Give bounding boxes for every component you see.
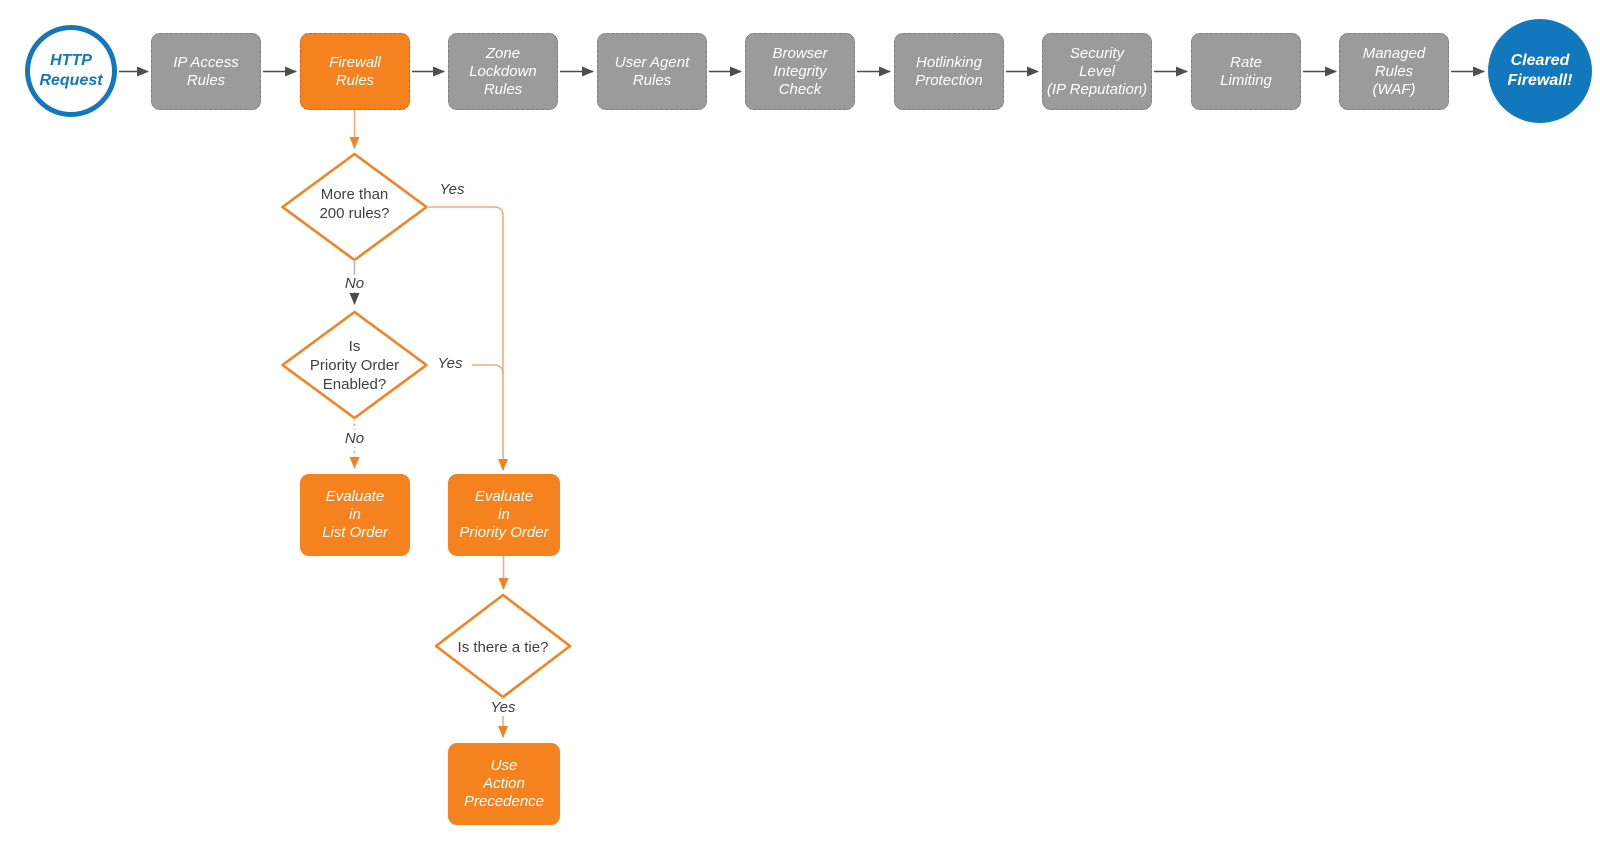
- node-managed-rules-waf: Managed Rules (WAF): [1339, 33, 1449, 110]
- edge-label-no-1: No: [336, 275, 373, 292]
- node-rate-limiting: Rate Limiting: [1191, 33, 1301, 110]
- edge-yes-decision2: [426, 364, 504, 375]
- node-evaluate-priority-order: Evaluate in Priority Order: [448, 474, 560, 556]
- edge-yes-decision1: [426, 206, 504, 217]
- node-use-action-precedence: Use Action Precedence: [448, 743, 560, 825]
- node-label: Cleared Firewall!: [1507, 52, 1573, 89]
- node-label: Security Level (IP Reputation): [1046, 44, 1148, 98]
- node-label: Evaluate in Priority Order: [459, 488, 549, 541]
- edge-label-yes-2: Yes: [428, 355, 472, 372]
- node-label: User Agent Rules: [614, 53, 690, 89]
- node-label: Firewall Rules: [329, 53, 381, 89]
- node-evaluate-list-order: Evaluate in List Order: [300, 474, 410, 556]
- node-label: Hotlinking Protection: [915, 53, 983, 89]
- node-label: Evaluate in List Order: [322, 488, 388, 541]
- decision-priority-order-label: Is Priority Order Enabled?: [309, 338, 400, 393]
- node-http-request: HTTP Request: [25, 25, 117, 117]
- node-label: Managed Rules (WAF): [1362, 44, 1426, 98]
- node-security-level: Security Level (IP Reputation): [1042, 33, 1152, 110]
- node-ip-access-rules: IP Access Rules: [151, 33, 261, 110]
- node-zone-lockdown-rules: Zone Lockdown Rules: [448, 33, 558, 110]
- node-label: Use Action Precedence: [463, 757, 545, 810]
- node-browser-integrity-check: Browser Integrity Check: [745, 33, 855, 110]
- edge-label-yes-1: Yes: [439, 181, 465, 198]
- node-label: Zone Lockdown Rules: [469, 44, 537, 98]
- node-label: Browser Integrity Check: [772, 44, 828, 98]
- node-label: IP Access Rules: [173, 53, 239, 89]
- node-firewall-rules: Firewall Rules: [300, 33, 410, 110]
- edge-label-yes-3: Yes: [481, 699, 525, 716]
- node-label: HTTP Request: [39, 52, 103, 89]
- decision-more-than-200-label: More than 200 rules?: [319, 186, 390, 222]
- node-user-agent-rules: User Agent Rules: [597, 33, 707, 110]
- node-hotlinking-protection: Hotlinking Protection: [894, 33, 1004, 110]
- edge-label-no-2: No: [336, 430, 373, 447]
- node-cleared-firewall: Cleared Firewall!: [1488, 19, 1592, 123]
- node-label: Rate Limiting: [1220, 53, 1272, 89]
- decision-tie-label: Is there a tie?: [457, 639, 549, 656]
